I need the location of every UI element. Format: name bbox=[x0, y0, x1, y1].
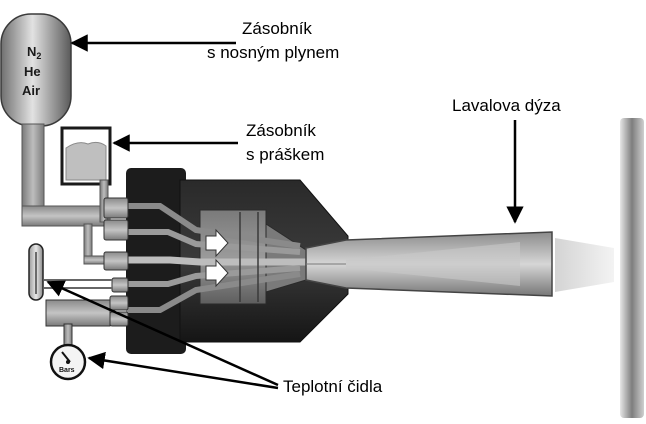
gas-pipes bbox=[21, 123, 111, 265]
spray-jet bbox=[555, 238, 614, 292]
gas-tank: N2 He Air bbox=[0, 13, 72, 127]
substrate-plate bbox=[620, 118, 644, 418]
flow-arrow-lower bbox=[205, 258, 229, 288]
gas-tank-label-line2: s nosným plynem bbox=[207, 43, 339, 62]
gas-tank-label-line1: Zásobník bbox=[242, 19, 312, 38]
nozzle-label: Lavalova dýza bbox=[452, 96, 561, 115]
gas-air-label: Air bbox=[22, 83, 40, 98]
sensor-arrow-gauge bbox=[87, 351, 279, 390]
gas-he-label: He bbox=[24, 64, 41, 79]
powder-tank-label-line2: s práškem bbox=[246, 145, 324, 164]
sensor-arrow-probe bbox=[46, 280, 279, 387]
flow-arrow-upper bbox=[205, 228, 229, 258]
sensors-label: Teplotní čidla bbox=[283, 377, 383, 396]
fittings bbox=[103, 197, 129, 327]
gun-body bbox=[126, 168, 349, 354]
pressure-gauge-assembly: Bars bbox=[45, 299, 111, 381]
gauge-label: Bars bbox=[59, 367, 75, 374]
powder-tank-label-line1: Zásobník bbox=[246, 121, 316, 140]
gas-n2-label: N2 bbox=[27, 44, 41, 61]
laval-nozzle bbox=[305, 231, 553, 297]
